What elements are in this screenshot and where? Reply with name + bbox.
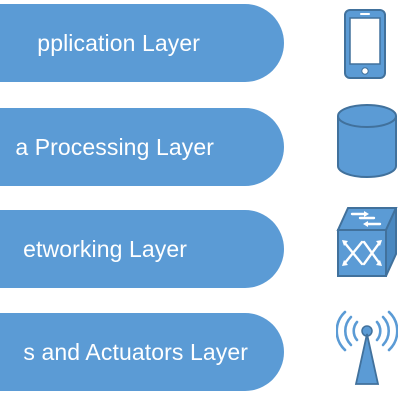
- sensors-actuators-layer-box: s and Actuators Layer: [0, 313, 284, 391]
- application-layer-box: pplication Layer: [0, 4, 284, 82]
- wireless-antenna-icon: [336, 310, 398, 385]
- sensors-actuators-layer-label: s and Actuators Layer: [23, 338, 248, 365]
- data-processing-layer-label: a Processing Layer: [15, 133, 214, 160]
- networking-layer-label: etworking Layer: [23, 235, 187, 262]
- network-switch-icon: [336, 207, 398, 277]
- data-processing-layer-box: a Processing Layer: [0, 108, 284, 186]
- smartphone-icon: [344, 9, 386, 79]
- application-layer-label: pplication Layer: [37, 29, 200, 56]
- database-icon: [337, 104, 397, 178]
- networking-layer-box: etworking Layer: [0, 210, 284, 288]
